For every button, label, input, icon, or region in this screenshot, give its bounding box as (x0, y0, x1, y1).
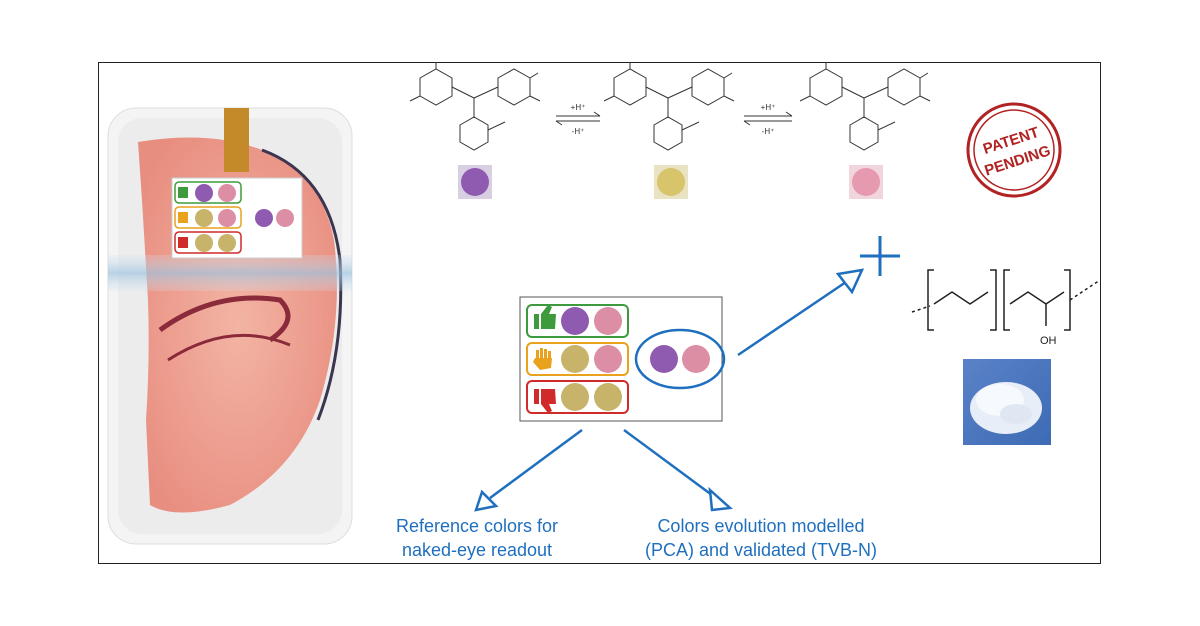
row-fresh (526, 304, 629, 338)
indicator-label-panel (519, 296, 726, 422)
reverse-label-1: -H⁺ (572, 127, 585, 136)
sensing-spots-highlight (634, 328, 726, 390)
thumbs-down-icon (534, 389, 556, 413)
polymer-beads-photo (963, 359, 1051, 445)
arrow-head-icon (474, 489, 499, 512)
indicator-equilibria (409, 62, 931, 151)
arrow-to-evolution (623, 428, 717, 500)
indicator-strip (224, 108, 249, 172)
arrow-head-icon (835, 268, 865, 295)
blue-arrows (474, 268, 865, 512)
caption-colors-evolution: Colors evolution modelled (PCA) and vali… (616, 514, 906, 562)
thumbs-up-icon (534, 305, 556, 329)
caption-reference-line1: Reference colors for (395, 516, 559, 536)
equilibrium-arrow-1 (555, 111, 601, 126)
row-spoiled (526, 380, 629, 414)
caption-evolution-line2: (PCA) and validated (TVB-N) (644, 540, 878, 560)
swatch-purple (458, 165, 492, 199)
patent-pending-stamp: PATENT PENDING (966, 102, 1062, 198)
arrow-to-reference (489, 428, 583, 500)
forward-label-1: +H⁺ (571, 103, 586, 112)
caption-reference-colors: Reference colors for naked-eye readout (372, 514, 582, 562)
polymer-oh-label: OH (1040, 335, 1057, 347)
swatch-pink (849, 165, 883, 199)
hand-stop-icon (533, 348, 552, 370)
arrow-head-icon (708, 486, 733, 512)
package-label (171, 177, 303, 259)
film-band (108, 255, 352, 291)
caption-evolution-line1: Colors evolution modelled (657, 516, 865, 536)
structure-dianion (409, 62, 541, 151)
swatch-yellow (654, 165, 688, 199)
polymer-structure (911, 269, 1101, 331)
plus-icon (860, 236, 900, 276)
structure-monoanion (603, 62, 735, 151)
structure-neutral (799, 62, 931, 151)
fish-package-photo (107, 107, 353, 545)
forward-label-2: +H⁺ (761, 103, 776, 112)
row-caution (526, 342, 629, 376)
equilibrium-arrow-2 (743, 111, 793, 126)
arrow-to-polymer (737, 280, 847, 357)
reverse-label-2: -H⁺ (762, 127, 775, 136)
caption-reference-line2: naked-eye readout (401, 540, 553, 560)
